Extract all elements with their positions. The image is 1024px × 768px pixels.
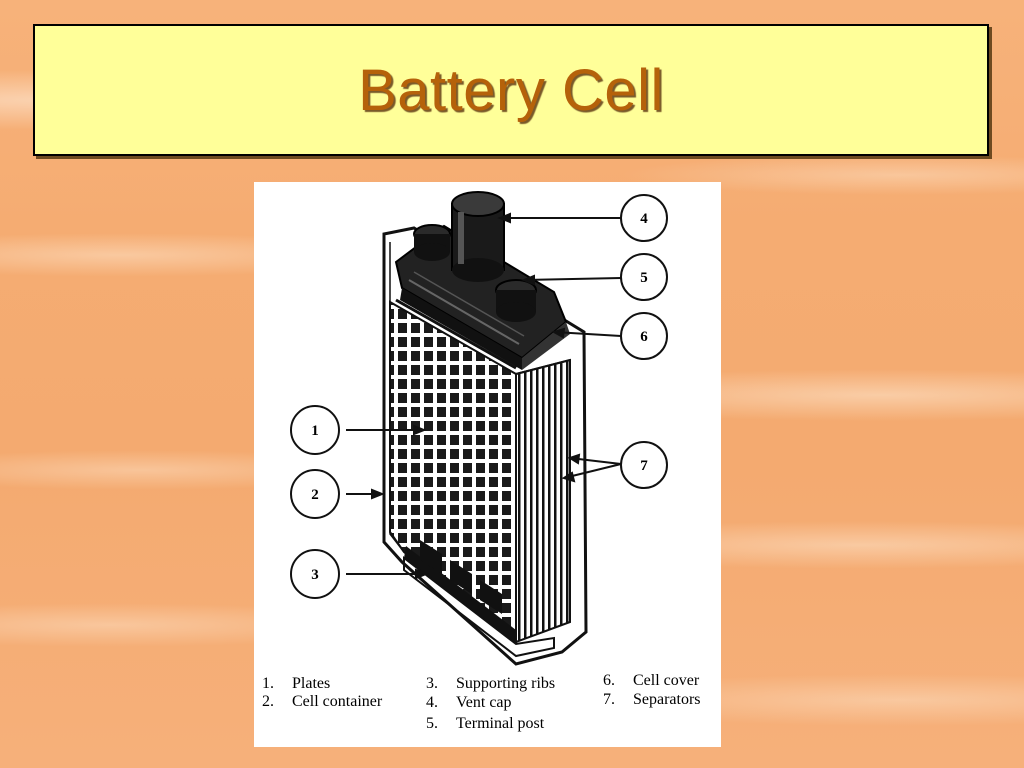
legend-number: 4. (426, 694, 438, 711)
legend-label: Vent cap (456, 694, 512, 711)
slide-title: Battery Cell (358, 57, 664, 123)
terminal-post (413, 224, 537, 322)
supporting-ribs (403, 540, 555, 658)
callout-6-number: 6 (640, 329, 648, 345)
separators (515, 358, 571, 644)
legend-item: 4. Vent cap (426, 694, 512, 712)
legend-item: 5. Terminal post (426, 715, 544, 733)
legend-label: Cell cover (633, 672, 700, 689)
callout-3-number: 3 (311, 567, 319, 583)
callout-5: 5 (620, 253, 668, 301)
legend-number: 3. (426, 675, 438, 692)
legend-number: 6. (603, 672, 615, 689)
legend-number: 1. (262, 675, 274, 692)
legend-label: Terminal post (456, 715, 545, 732)
callout-4: 4 (620, 194, 668, 242)
legend-item: 1. Plates (262, 675, 330, 693)
legend-label: Cell container (292, 693, 383, 710)
battery-cell-illustration: 4 5 6 7 1 2 3 (290, 191, 668, 666)
legend-item: 3. Supporting ribs (426, 675, 555, 693)
callout-2: 2 (290, 469, 340, 519)
legend-item: 6. Cell cover (603, 672, 699, 690)
callout-7: 7 (620, 441, 668, 489)
legend-label: Separators (633, 691, 701, 708)
legend-item: 7. Separators (603, 691, 701, 709)
legend: 1. Plates 2. Cell container 3. Supporting r… (254, 669, 721, 747)
callout-1-number: 1 (311, 423, 319, 439)
legend-number: 5. (426, 715, 438, 732)
battery-cell-diagram: 4 5 6 7 1 2 3 1. Plates (254, 182, 721, 747)
callout-3: 3 (290, 549, 340, 599)
legend-number: 2. (262, 693, 274, 710)
slide-title-box: Battery Cell (33, 24, 989, 156)
callout-6: 6 (620, 312, 668, 360)
legend-item: 2. Cell container (262, 693, 382, 711)
callout-5-number: 5 (640, 270, 648, 286)
callout-1: 1 (290, 405, 340, 455)
vent-cap (451, 191, 505, 282)
callout-2-number: 2 (311, 487, 319, 503)
leader-lines (346, 212, 622, 580)
legend-label: Plates (292, 675, 331, 692)
legend-number: 7. (603, 691, 615, 708)
callout-4-number: 4 (640, 211, 648, 227)
callout-7-number: 7 (640, 458, 648, 474)
legend-label: Supporting ribs (456, 675, 556, 692)
